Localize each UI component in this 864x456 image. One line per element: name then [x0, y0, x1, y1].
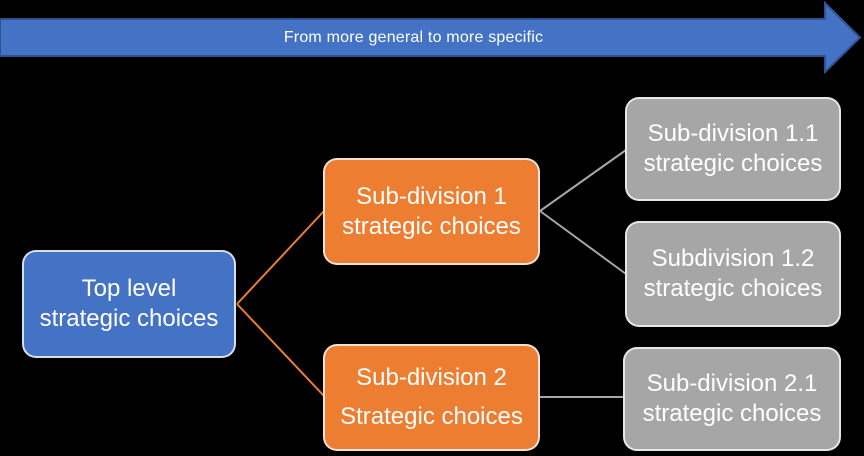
- node-sub-division-2-line1: Sub-division 2: [356, 364, 507, 391]
- node-sub-division-12-line1: Subdivision 1.2: [651, 245, 815, 272]
- node-sub-division-11: Sub-division 1.1 strategic choices: [625, 97, 841, 201]
- node-sub-division-21-line2: strategic choices: [642, 400, 822, 427]
- node-sub-division-1-line2: strategic choices: [342, 212, 521, 240]
- node-sub-division-1: Sub-division 1 strategic choices: [323, 158, 540, 265]
- connector-sub1-to-sub12: [539, 210, 627, 275]
- node-top-level-line1: Top level: [81, 275, 177, 302]
- node-sub-division-21-line1: Sub-division 2.1: [646, 370, 818, 397]
- node-sub-division-11-line1: Sub-division 1.1: [647, 120, 819, 147]
- connector-sub1-to-sub11: [539, 149, 627, 212]
- node-sub-division-21: Sub-division 2.1 strategic choices: [623, 347, 841, 451]
- right-arrow-shape: [0, 0, 862, 75]
- node-top-level: Top level strategic choices: [22, 250, 236, 358]
- connector-top-to-sub2: [236, 303, 325, 397]
- connector-top-to-sub1: [236, 210, 325, 305]
- arrow-title: From more general to more specific: [283, 29, 544, 46]
- node-top-level-line2: strategic choices: [39, 305, 219, 332]
- node-sub-division-2-line2: Strategic choices: [340, 403, 523, 430]
- node-sub-division-1-line1: Sub-division 1: [356, 182, 507, 210]
- node-sub-division-12-line2: strategic choices: [643, 275, 823, 302]
- node-sub-division-2: Sub-division 2 Strategic choices: [323, 344, 540, 451]
- node-sub-division-11-line2: strategic choices: [643, 150, 823, 177]
- node-sub-division-12: Subdivision 1.2 strategic choices: [625, 221, 841, 327]
